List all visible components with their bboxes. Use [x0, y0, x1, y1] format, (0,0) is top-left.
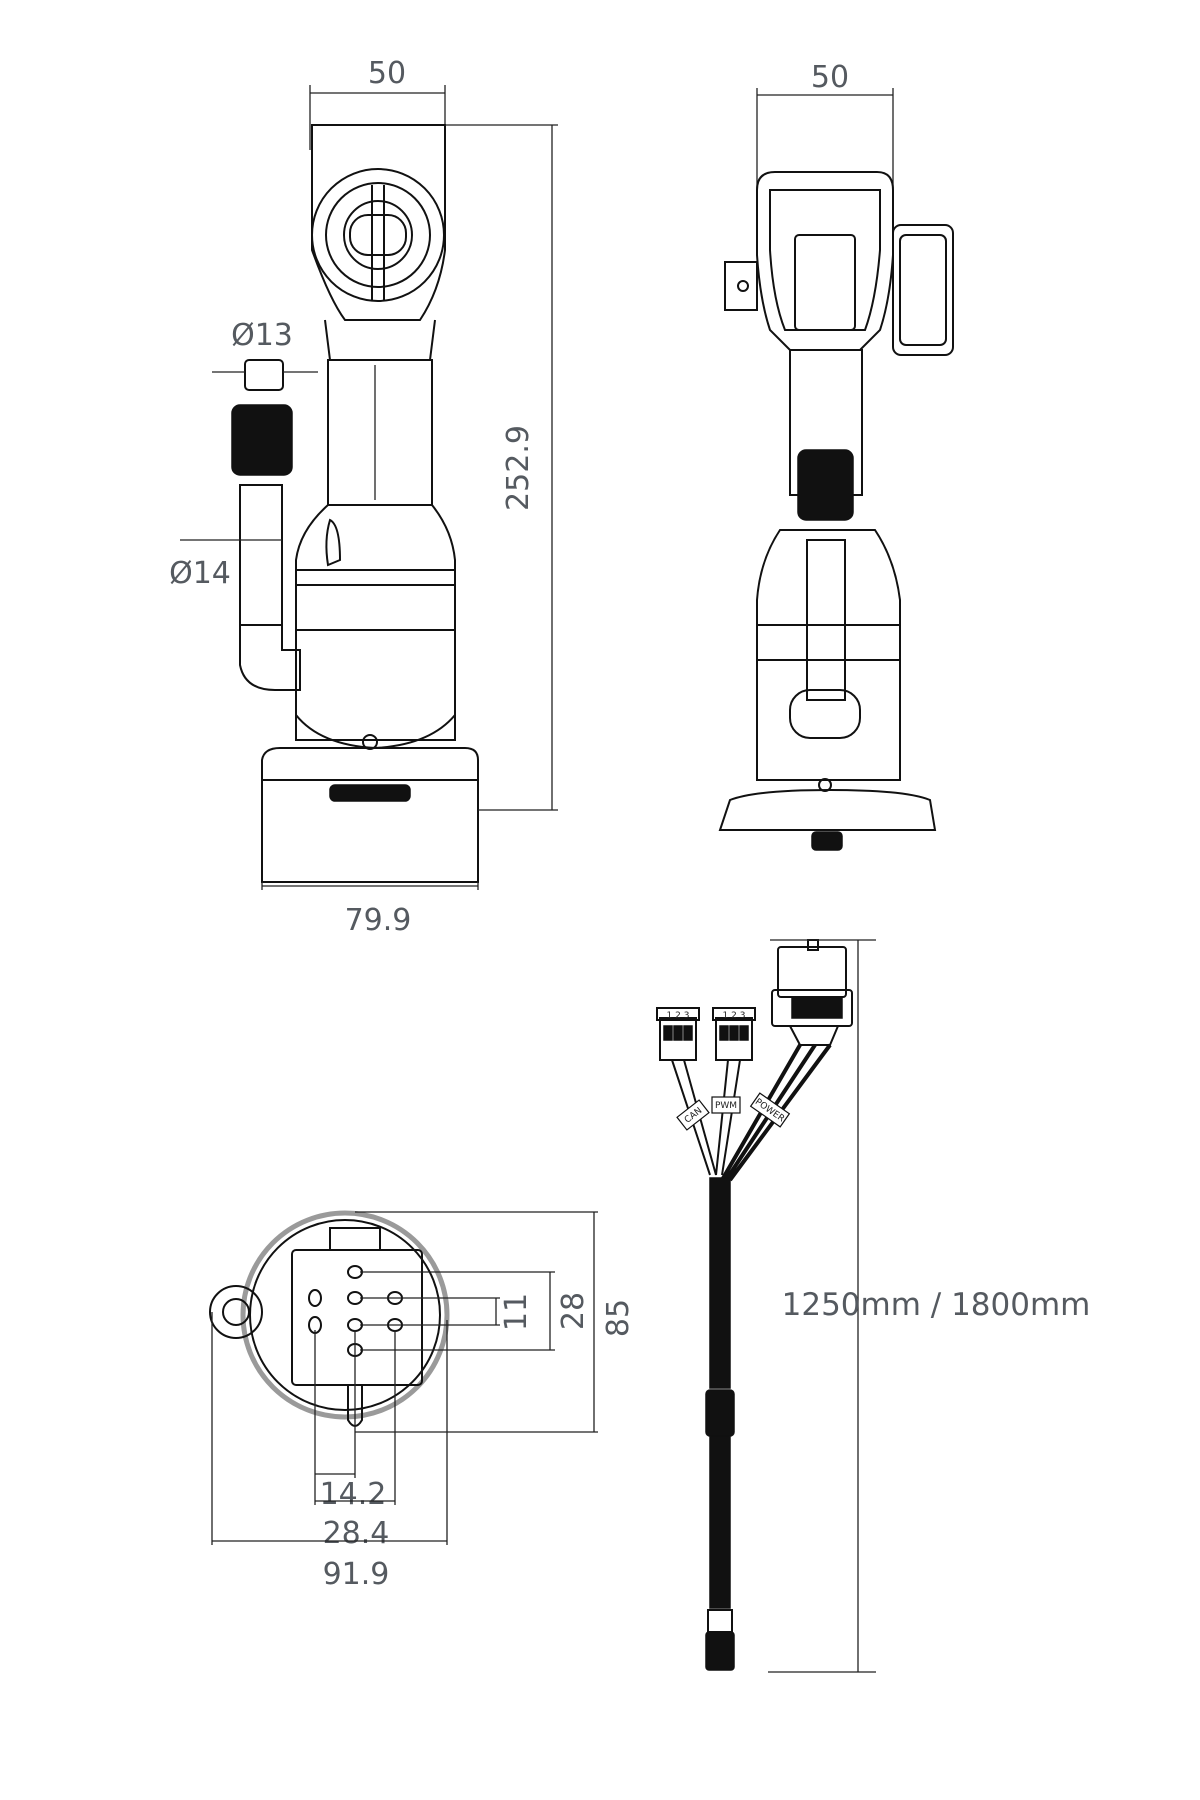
- base-ring-inner: [249, 1219, 441, 1411]
- motor-body: [295, 504, 456, 741]
- side-tab-hole: [737, 280, 749, 292]
- wheel-body: [794, 234, 856, 331]
- pwm-wire: [715, 1059, 741, 1176]
- tag-pwm-text: PWM: [715, 1101, 737, 1111]
- mount-hole: [347, 1318, 363, 1332]
- mount-hole: [347, 1265, 363, 1279]
- mount-bracket: [311, 124, 446, 321]
- can-connector: [659, 1017, 697, 1061]
- hose-port: [209, 1285, 263, 1339]
- front-view: 50 Ø13: [169, 56, 558, 938]
- nozzle-tip: [244, 359, 284, 391]
- pwm-pin: [729, 1025, 739, 1041]
- hose-elbow: [239, 625, 301, 691]
- dim-base-width: 79.9: [345, 903, 412, 938]
- column: [327, 359, 433, 506]
- u-bracket: [756, 171, 894, 351]
- dim-tube-diameter: Ø14: [169, 556, 231, 591]
- rotary-head-inner: [325, 182, 431, 288]
- side-base: [718, 788, 937, 831]
- cable-assembly: 1 2 3 1 2 3 CAN PWM POWER: [656, 939, 1091, 1673]
- side-handle: [892, 224, 954, 356]
- cable-trunk: [709, 1177, 731, 1389]
- mount-plate-tab: [329, 1227, 381, 1251]
- pwm-connector-header: [712, 1007, 756, 1021]
- cable-length-label: 1250mm / 1800mm: [782, 1287, 1091, 1323]
- base-clamp: [329, 784, 411, 802]
- dim-hole-pitch-small-h: 14.2: [320, 1477, 387, 1512]
- rotary-head: [311, 168, 445, 302]
- side-hose-loop: [789, 689, 861, 739]
- head-slot: [349, 214, 407, 256]
- cable-ferrite: [705, 1389, 735, 1437]
- side-handle-inner: [899, 234, 947, 346]
- body-bottom-curve: [295, 714, 456, 750]
- side-motor-body: [756, 529, 901, 781]
- pwm-connector: [715, 1017, 753, 1061]
- power-connector: [777, 946, 847, 998]
- mount-hole: [347, 1291, 363, 1305]
- dim-hole-pitch-large-h: 28.4: [323, 1516, 390, 1551]
- dim-nozzle-diameter: Ø13: [231, 318, 293, 353]
- u-bracket-inner: [769, 189, 881, 331]
- can-pin: [663, 1025, 673, 1041]
- body-hook: [325, 518, 342, 567]
- side-view: 50: [718, 60, 954, 851]
- rotary-head-core: [343, 200, 413, 270]
- dim-hole-pitch-large-v: 28: [556, 1292, 591, 1330]
- nozzle-nut: [231, 404, 293, 476]
- dim-side-width-top: 50: [811, 60, 849, 95]
- dim-front-height: 252.9: [501, 425, 536, 511]
- hose-tube: [239, 484, 283, 626]
- tag-pwm: PWM: [711, 1096, 741, 1114]
- dim-front-width-top: 50: [368, 56, 406, 91]
- dim-hole-pitch-small-v: 11: [499, 1293, 534, 1331]
- pwm-pin: [739, 1025, 749, 1041]
- power-connector-housing: [771, 989, 853, 1027]
- bottom-view: 11 28 85 14.2 28.4 91.9: [209, 1210, 636, 1592]
- power-boot: [789, 1025, 839, 1046]
- hose-port-inner: [222, 1298, 250, 1326]
- dim-body-height: 85: [601, 1299, 636, 1337]
- side-base-connector: [811, 831, 843, 851]
- side-tab: [724, 261, 758, 311]
- side-nozzle-nut: [797, 449, 854, 521]
- power-connector-latch: [807, 939, 819, 951]
- side-hose: [806, 539, 846, 701]
- mount-hole: [308, 1289, 322, 1307]
- can-pin: [673, 1025, 683, 1041]
- tag-can: CAN: [676, 1099, 710, 1131]
- pwm-pin-label: 1 2 3: [723, 1011, 746, 1021]
- base-ring: [240, 1210, 450, 1420]
- can-connector-header: [656, 1007, 700, 1021]
- dim-overall-width: 91.9: [323, 1557, 390, 1592]
- neck: [324, 319, 436, 361]
- can-pin: [683, 1025, 693, 1041]
- pwm-pin: [719, 1025, 729, 1041]
- power-connector-label: [791, 997, 843, 1019]
- can-pin-label: 1 2 3: [667, 1011, 690, 1021]
- base-block: [261, 747, 479, 883]
- end-plug-body: [705, 1631, 735, 1671]
- end-plug: [707, 1609, 733, 1633]
- cable-trunk-lower: [709, 1435, 731, 1609]
